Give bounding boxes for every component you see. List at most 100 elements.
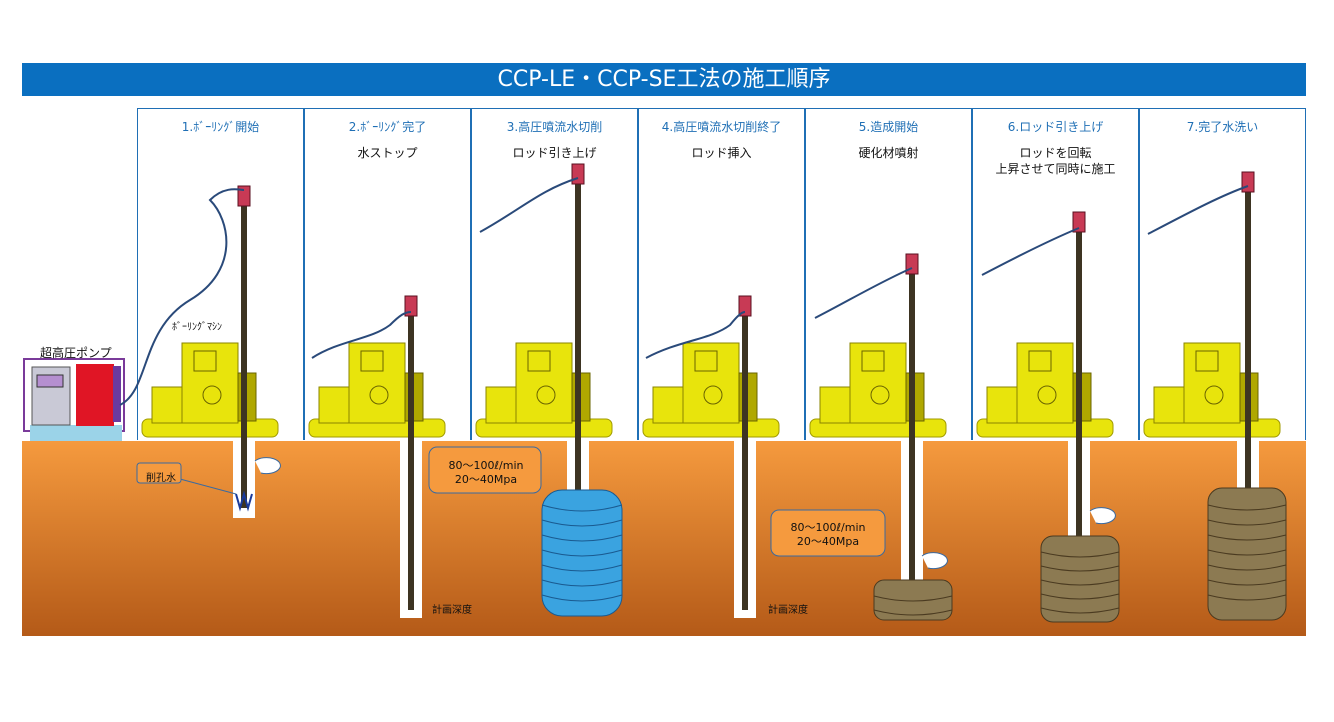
hose [311, 311, 412, 359]
cement-column [873, 579, 953, 621]
hose [479, 177, 579, 233]
column-band [541, 579, 623, 587]
machine-body [348, 342, 406, 424]
hose [814, 267, 913, 319]
column-band [541, 594, 623, 602]
drill-rod [241, 200, 247, 508]
step-description: ロッドを回転 上昇させて同時に施工 [995, 146, 1116, 176]
machine-wheel [1037, 385, 1057, 405]
cement-column [1207, 487, 1287, 621]
machine-engine [318, 386, 352, 424]
cement-column [1040, 535, 1120, 623]
step-label: 1.ﾎﾞｰﾘﾝｸﾞ開始 [181, 120, 260, 134]
machine-wheel [369, 385, 389, 405]
machine-body [1016, 342, 1074, 424]
machine-engine [1153, 386, 1187, 424]
machine-engine [151, 386, 185, 424]
column-band [1040, 551, 1120, 558]
drill-rod [742, 310, 748, 610]
column-band [541, 564, 623, 572]
column-band [1040, 607, 1120, 614]
column-band [873, 595, 953, 616]
column-band [541, 534, 623, 542]
step-panel-7: 7.完了水洗い [1139, 108, 1306, 440]
machine-window [527, 350, 551, 372]
column-band [1207, 579, 1287, 586]
callout-box-1 [428, 446, 542, 494]
machine-engine [485, 386, 519, 424]
column-band [541, 549, 623, 557]
column-band [1040, 579, 1120, 586]
drill-rod [1076, 226, 1082, 550]
machine-window [193, 350, 217, 372]
step-label: 2.ﾎﾞｰﾘﾝｸﾞ完了 [348, 120, 427, 134]
machine-label: ﾎﾞｰﾘﾝｸﾞﾏｼﾝ [172, 322, 222, 333]
drill-rod [575, 178, 581, 492]
step-panel-4: 4.高圧噴流水切削終了ロッド挿入 [638, 108, 805, 440]
machine-body [849, 342, 907, 424]
column-band [1207, 534, 1287, 541]
machine-window [861, 350, 885, 372]
step-label: 7.完了水洗い [1186, 120, 1259, 134]
machine-wheel [870, 385, 890, 405]
machine-window [1195, 350, 1219, 372]
pointer-line [179, 478, 237, 495]
machine-body [515, 342, 573, 424]
step-description: ロッド引き上げ [512, 146, 597, 160]
depth-label-2: 計画深度 [768, 605, 808, 616]
machine-wheel [1204, 385, 1224, 405]
machine-window [694, 350, 718, 372]
rotation-arrow [921, 552, 948, 570]
machine-wheel [703, 385, 723, 405]
drill-rod [909, 268, 915, 588]
machine-wheel [202, 385, 222, 405]
machine-engine [986, 386, 1020, 424]
column-band [1040, 593, 1120, 600]
step-label: 6.ロッド引き上げ [1007, 120, 1104, 134]
rod-head [905, 253, 919, 275]
pressure-callout-1: 80～100ℓ/min 20～40Mpa [448, 459, 524, 486]
drill-rod [1245, 186, 1251, 488]
step-label: 3.高圧噴流水切削 [506, 120, 603, 134]
depth-label-1: 計画深度 [432, 605, 472, 616]
step-label: 4.高圧噴流水切削終了 [661, 120, 782, 134]
step-description: ロッド挿入 [691, 146, 752, 160]
machine-engine [819, 386, 853, 424]
hose [119, 188, 245, 406]
step-description: 硬化材噴射 [858, 146, 919, 160]
column-band [1207, 564, 1287, 571]
rod-head [1072, 211, 1086, 233]
machine-body [1183, 342, 1241, 424]
step-panel-5: 5.造成開始硬化材噴射 [805, 108, 972, 440]
hose [1147, 185, 1249, 235]
pump-side [113, 366, 121, 422]
title-bar: CCP-LE・CCP-SE工法の施工順序 [22, 63, 1306, 96]
hose [981, 227, 1080, 276]
machine-body [181, 342, 239, 424]
machine-body [682, 342, 740, 424]
pump-motor [76, 364, 114, 426]
rod-head [1241, 171, 1255, 193]
column-band [541, 504, 623, 512]
step-panel-2: 2.ﾎﾞｰﾘﾝｸﾞ完了水ストップ [304, 108, 471, 440]
drill-water-box [136, 462, 182, 484]
pump-display [36, 374, 64, 388]
column-band [1207, 519, 1287, 526]
rotation-arrow [254, 457, 281, 475]
column-band [1207, 504, 1287, 511]
pump-base [30, 425, 122, 441]
rod-head [571, 163, 585, 185]
hose [645, 311, 746, 359]
drill-water-label: 削孔水 [146, 473, 176, 484]
step-panel-3: 3.高圧噴流水切削ロッド引き上げ [471, 108, 638, 440]
machine-wheel [536, 385, 556, 405]
column-band [541, 519, 623, 527]
column-band [1207, 594, 1287, 601]
step-panel-1: 1.ﾎﾞｰﾘﾝｸﾞ開始 [137, 108, 304, 440]
column-band [1040, 565, 1120, 572]
callout-box-2 [770, 509, 886, 557]
water-spiral [235, 490, 253, 512]
column-band [1207, 549, 1287, 556]
rod-head [404, 295, 418, 317]
machine-window [1028, 350, 1052, 372]
